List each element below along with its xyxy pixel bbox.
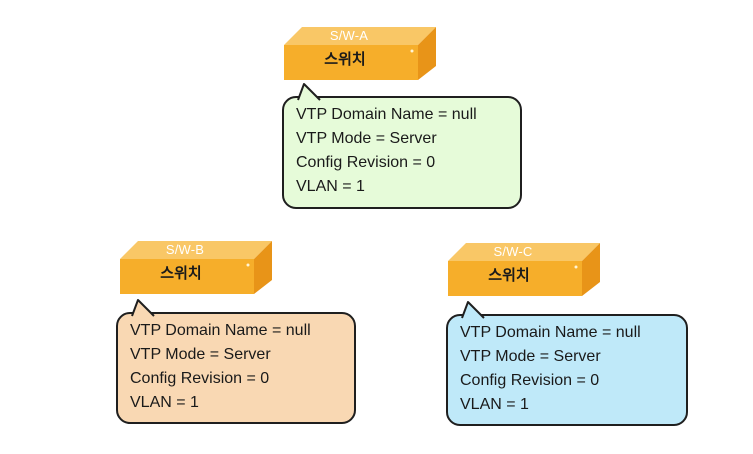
switch-b-vtp-mode: VTP Mode = Server — [130, 346, 271, 363]
switch-a-config-revision: Config Revision = 0 — [296, 154, 436, 171]
switch-c-vtp-mode: VTP Mode = Server — [460, 348, 601, 365]
switch-b-label: 스위치 — [160, 265, 202, 282]
switch-c-info-bubble: VTP Domain Name = null VTP Mode = Server… — [446, 301, 688, 426]
switch-a-name: S/W-A — [329, 28, 369, 43]
switch-c-label: 스위치 — [488, 267, 530, 284]
switch-b-info-bubble: VTP Domain Name = null VTP Mode = Server… — [116, 299, 356, 424]
switch-b-config-revision: Config Revision = 0 — [130, 370, 270, 387]
switch-b-vlan: VLAN = 1 — [130, 394, 199, 411]
switch-c-config-revision: Config Revision = 0 — [460, 372, 600, 389]
switch-a-vtp-domain: VTP Domain Name = null — [296, 106, 477, 123]
switch-c: S/W-C 스위치 — [448, 240, 608, 296]
switch-a-label: 스위치 — [324, 51, 366, 68]
switch-c-box — [448, 243, 600, 296]
switch-b-box — [120, 241, 272, 294]
switch-a: S/W-A 스위치 — [284, 24, 444, 80]
switch-a-vlan: VLAN = 1 — [296, 178, 365, 195]
switch-c-name: S/W-C — [493, 244, 533, 259]
switch-a-info-bubble: VTP Domain Name = null VTP Mode = Server… — [282, 83, 522, 209]
switch-a-bubble-tail — [297, 83, 321, 101]
switch-c-vtp-domain: VTP Domain Name = null — [460, 324, 641, 341]
switch-b-vtp-domain: VTP Domain Name = null — [130, 322, 311, 339]
switch-b: S/W-B 스위치 — [120, 238, 280, 294]
switch-b-name: S/W-B — [165, 242, 205, 257]
switch-c-vlan: VLAN = 1 — [460, 396, 529, 413]
switch-b-bubble-tail — [131, 299, 155, 317]
switch-a-box — [284, 27, 436, 80]
switch-c-bubble-tail — [461, 301, 485, 319]
switch-a-vtp-mode: VTP Mode = Server — [296, 130, 437, 147]
